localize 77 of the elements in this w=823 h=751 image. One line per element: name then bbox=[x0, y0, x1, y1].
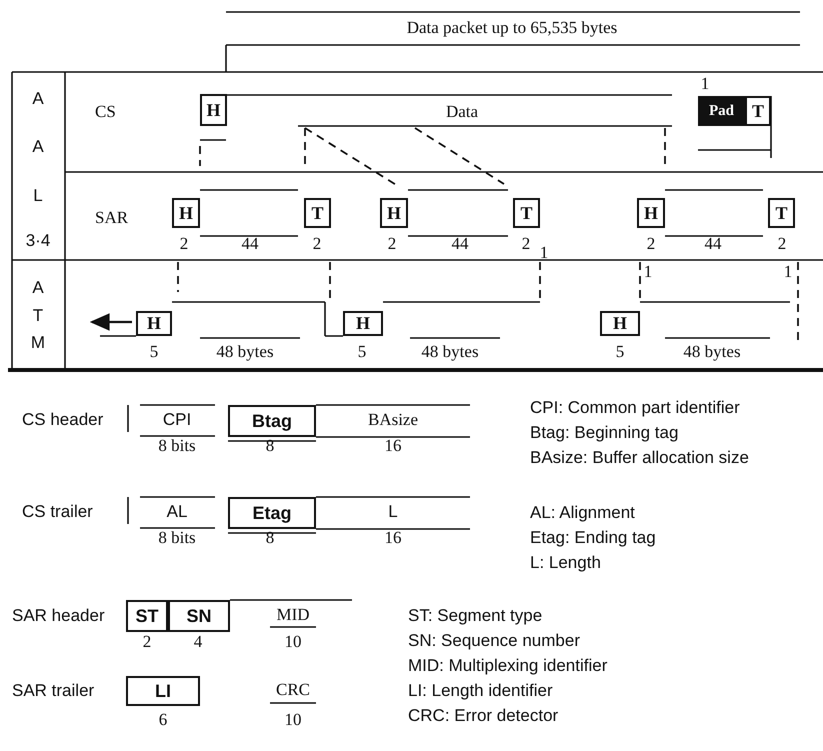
byte-count: 2 bbox=[312, 234, 322, 254]
field-group-name: CS header bbox=[22, 410, 104, 430]
layer-letter: T bbox=[32, 306, 44, 326]
trailer-field-box: T bbox=[304, 198, 331, 228]
field-box: SN bbox=[168, 600, 230, 632]
bit-count: 2 bbox=[142, 632, 152, 652]
definition-text: LI: Length identifier bbox=[408, 681, 553, 701]
field-name: MID bbox=[276, 605, 310, 625]
bit-count: 4 bbox=[194, 632, 202, 652]
layer-letter: A bbox=[32, 89, 44, 109]
byte-count: 5 bbox=[616, 342, 624, 362]
field-box: LI bbox=[126, 676, 200, 706]
bit-count: 8 bits bbox=[158, 436, 196, 456]
bit-count: 16 bbox=[384, 528, 402, 548]
field-name: BAsize bbox=[368, 410, 418, 430]
byte-count: 2 bbox=[388, 234, 396, 254]
field-box: Etag bbox=[228, 497, 316, 529]
header-field-box: H bbox=[343, 311, 383, 336]
definition-text: ST: Segment type bbox=[408, 606, 542, 626]
field-group-name: CS trailer bbox=[22, 502, 93, 522]
trailer-field-box: T bbox=[768, 198, 795, 228]
field-box: ST bbox=[126, 600, 168, 632]
definition-text: AL: Alignment bbox=[530, 503, 635, 523]
field-box: Btag bbox=[228, 405, 316, 437]
bit-count: 10 bbox=[284, 632, 302, 652]
byte-count: 2 bbox=[180, 234, 188, 254]
layer-letter: 3·4 bbox=[26, 231, 50, 251]
header-field-box: H bbox=[637, 198, 665, 228]
field-group-name: SAR trailer bbox=[12, 681, 94, 701]
byte-count: 2 bbox=[522, 234, 530, 254]
bit-count: 10 bbox=[284, 710, 302, 730]
trailer-field-box: T bbox=[745, 96, 771, 126]
definition-text: SN: Sequence number bbox=[408, 631, 580, 651]
segment-label: Data bbox=[446, 102, 478, 122]
definition-text: L: Length bbox=[530, 553, 601, 573]
field-name: CPI bbox=[162, 410, 192, 430]
layer-letter: A bbox=[32, 278, 44, 298]
heading: Data packet up to 65,535 bytes bbox=[406, 18, 618, 38]
byte-count: 48 bytes bbox=[683, 342, 741, 362]
marker-number: 1 bbox=[784, 262, 792, 282]
byte-count: 5 bbox=[358, 342, 366, 362]
definition-text: MID: Multiplexing identifier bbox=[408, 656, 608, 676]
marker-number: 1 bbox=[700, 74, 710, 94]
field-name: AL bbox=[166, 502, 188, 522]
definition-text: BAsize: Buffer allocation size bbox=[530, 448, 749, 468]
byte-count: 2 bbox=[646, 234, 656, 254]
field-group-name: SAR header bbox=[12, 606, 105, 626]
marker-number: 1 bbox=[540, 243, 548, 263]
header-field-box: H bbox=[200, 94, 227, 126]
byte-count: 2 bbox=[778, 234, 786, 254]
layer-name: CS bbox=[95, 102, 116, 122]
bit-count: 8 bits bbox=[158, 528, 196, 548]
layer-letter: L bbox=[33, 186, 43, 206]
header-field-box: H bbox=[380, 198, 408, 228]
layer-name: SAR bbox=[95, 208, 128, 228]
definition-text: CPI: Common part identifier bbox=[530, 398, 740, 418]
header-field-box: H bbox=[600, 311, 640, 336]
header-field-box: H bbox=[136, 311, 172, 336]
byte-count: 44 bbox=[452, 234, 468, 254]
layer-letter: M bbox=[30, 333, 46, 353]
definition-text: Btag: Beginning tag bbox=[530, 423, 678, 443]
marker-number: 1 bbox=[644, 262, 652, 282]
bit-count: 16 bbox=[384, 436, 402, 456]
definition-text: Etag: Ending tag bbox=[530, 528, 656, 548]
bit-count: 6 bbox=[158, 710, 168, 730]
padding-field-box: Pad bbox=[698, 96, 745, 126]
byte-count: 44 bbox=[242, 234, 258, 254]
byte-count: 48 bytes bbox=[216, 342, 274, 362]
byte-count: 44 bbox=[704, 234, 722, 254]
trailer-field-box: T bbox=[513, 198, 540, 228]
byte-count: 5 bbox=[150, 342, 158, 362]
header-field-box: H bbox=[172, 198, 200, 228]
field-name: CRC bbox=[276, 680, 310, 700]
byte-count: 48 bytes bbox=[421, 342, 479, 362]
field-name: L bbox=[388, 502, 398, 522]
definition-text: CRC: Error detector bbox=[408, 706, 558, 726]
layer-letter: A bbox=[32, 137, 44, 157]
